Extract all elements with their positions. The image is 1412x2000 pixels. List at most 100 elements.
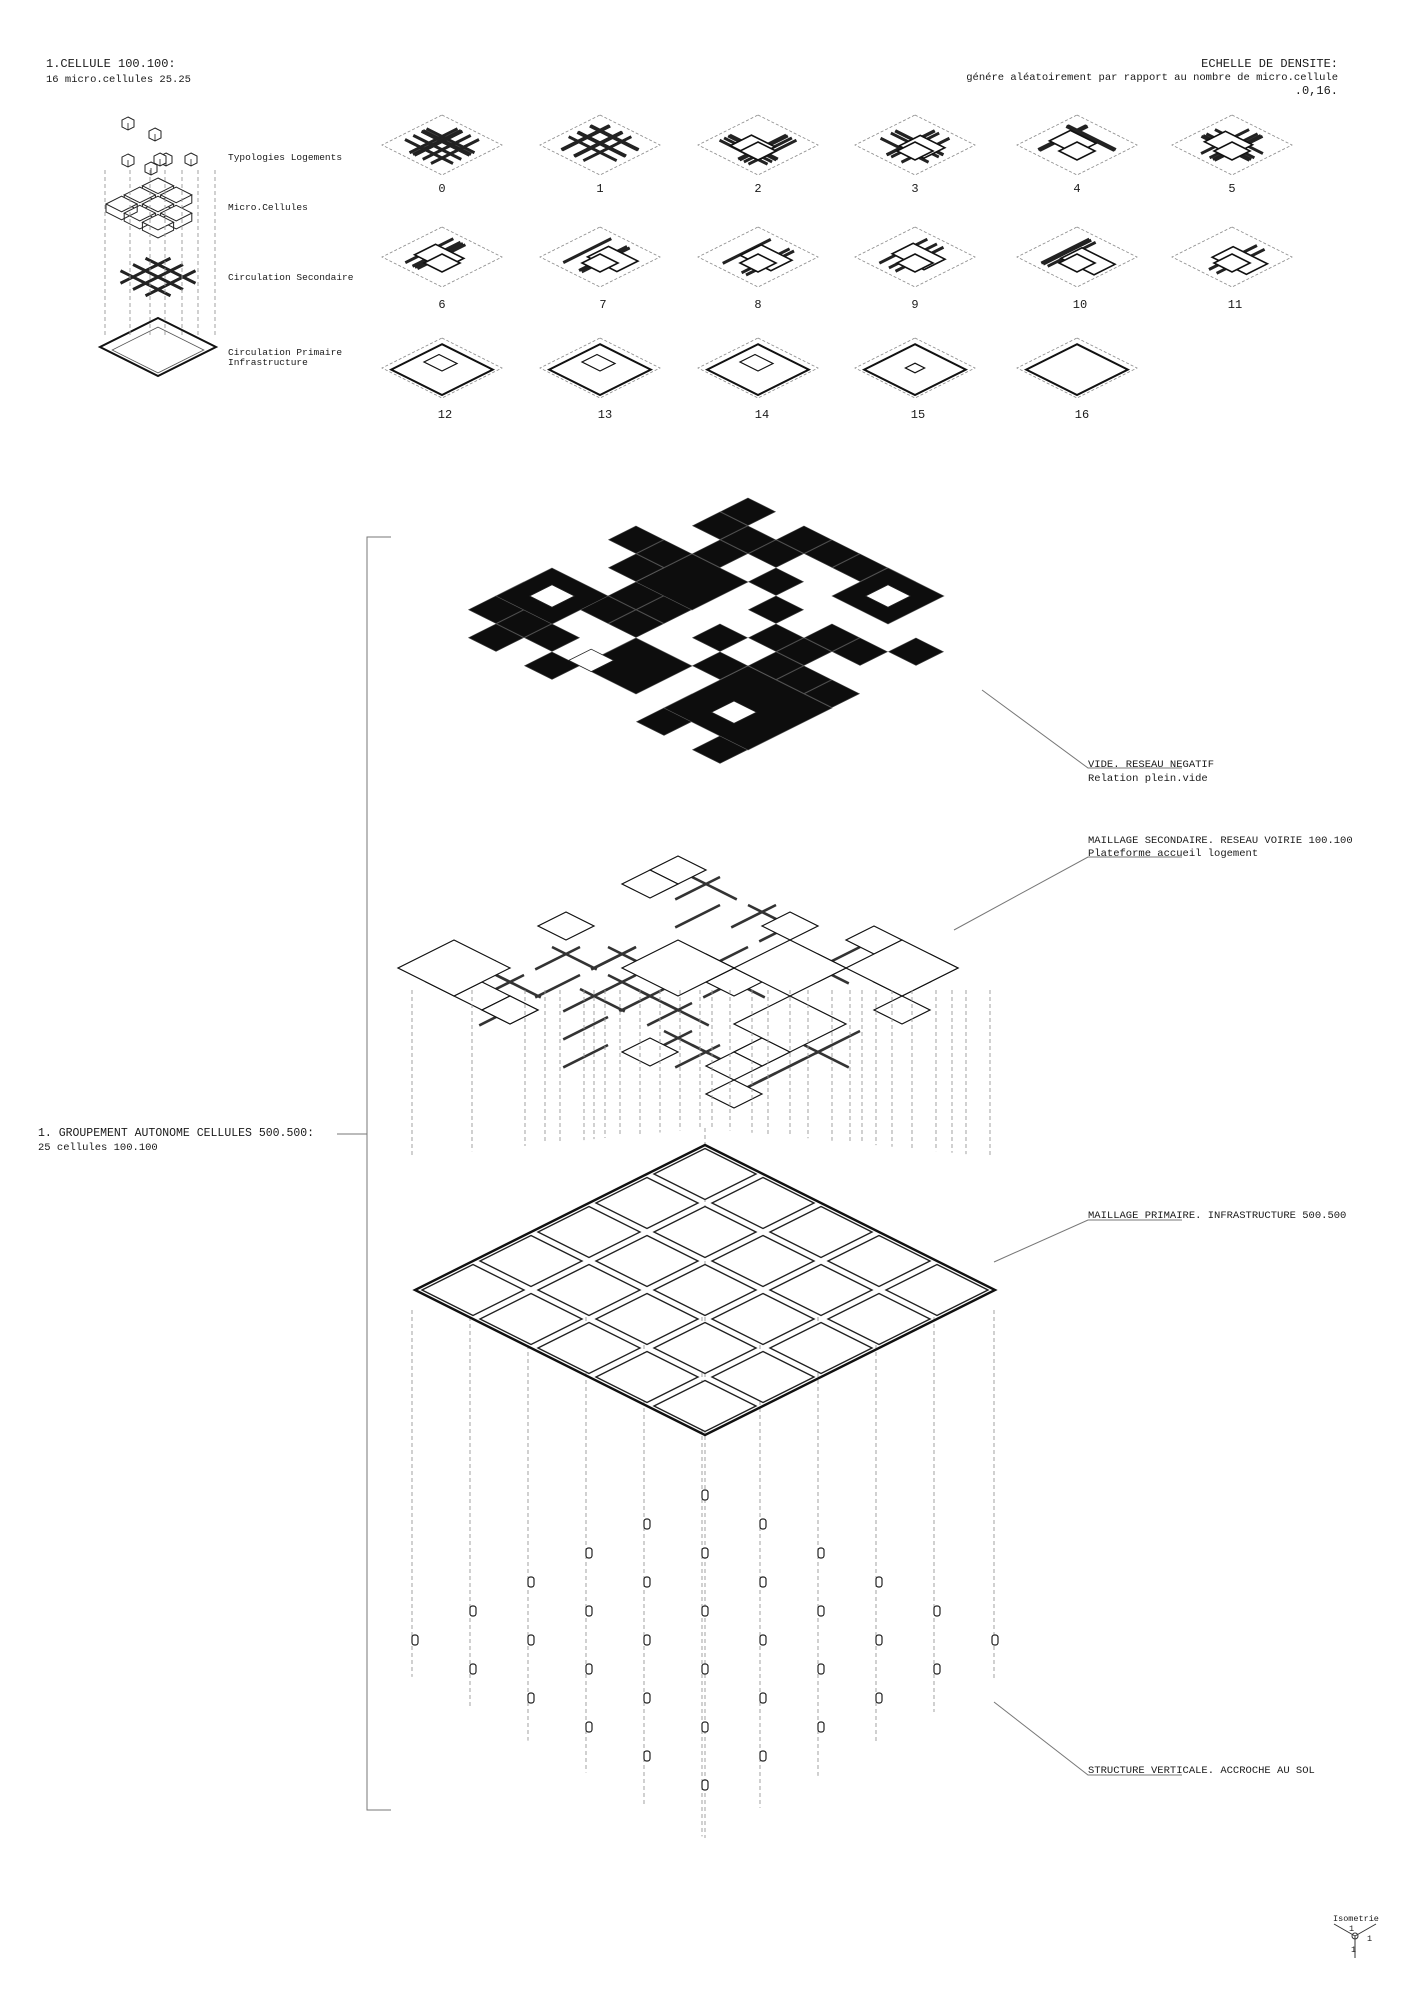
density-road-0	[408, 127, 459, 155]
density-road-0	[412, 134, 462, 161]
density-label-16: 16	[1074, 408, 1090, 422]
density-cell-9	[895, 253, 935, 273]
vide-block	[635, 539, 693, 568]
cellule-title: 1.CELLULE 100.100:	[46, 57, 176, 71]
density-void-12	[422, 353, 459, 372]
annotation-structure-title: STRUCTURE VERTICALE. ACCROCHE AU SOL	[1088, 1765, 1315, 1777]
primary-cell	[768, 1205, 874, 1259]
density-road-1	[561, 124, 611, 152]
stack-secondary-line	[144, 269, 197, 298]
annotation-secondaire-title: MAILLAGE SECONDAIRE. RESEAU VOIRIE 100.1…	[1088, 835, 1353, 847]
secondary-road	[562, 1015, 609, 1041]
density-cell-7	[580, 253, 620, 273]
secondary-road	[674, 1043, 721, 1069]
vide-block	[803, 539, 861, 568]
stack-micro-cell	[159, 186, 193, 204]
pillar	[817, 1547, 825, 1559]
primary-cell	[594, 1176, 700, 1230]
secondary-platform	[536, 911, 596, 941]
primary-cell	[768, 1263, 874, 1317]
pillar	[759, 1518, 767, 1530]
density-cell-7	[585, 245, 640, 273]
density-label-7: 7	[599, 298, 607, 312]
density-cell-2	[738, 141, 778, 161]
secondary-large-platform	[844, 939, 960, 997]
primary-cell	[536, 1321, 642, 1375]
density-label-5: 5	[1228, 182, 1236, 196]
vide-block	[775, 665, 833, 694]
stack-micro-cell	[141, 213, 175, 231]
vide-block	[607, 525, 665, 554]
density-label-10: 10	[1072, 298, 1088, 312]
secondary-road	[590, 945, 637, 971]
primary-cell	[536, 1205, 642, 1259]
pillar	[759, 1634, 767, 1646]
density-label-4: 4	[1073, 182, 1081, 196]
stack-base-inner	[111, 326, 205, 374]
secondary-platform	[872, 995, 932, 1025]
pillar	[817, 1605, 825, 1617]
density-label-8: 8	[754, 298, 762, 312]
label-infrastructure: Infrastructure	[228, 357, 308, 368]
vide-block	[747, 539, 805, 568]
stack-micro-cell	[159, 204, 193, 222]
density-label-2: 2	[754, 182, 762, 196]
cellule-stack-diagram	[97, 116, 219, 378]
secondary-road	[730, 903, 777, 929]
density-road-1	[567, 135, 618, 163]
density-plate-14	[704, 343, 812, 397]
pillar	[527, 1634, 535, 1646]
stack-micro-cell-side	[105, 204, 138, 221]
pillar	[817, 1721, 825, 1733]
isometrie-a: 1	[1349, 1924, 1355, 1934]
secondary-road	[663, 1029, 710, 1055]
vide-block	[523, 623, 581, 652]
pillar	[585, 1663, 593, 1675]
vide-large-block	[635, 553, 749, 611]
density-label-3: 3	[911, 182, 919, 196]
density-cell-4	[1057, 141, 1097, 161]
secondary-road	[691, 875, 738, 901]
density-road-0	[422, 134, 472, 161]
primary-cell	[826, 1292, 932, 1346]
primary-cell	[710, 1234, 816, 1288]
density-road-0	[420, 129, 471, 157]
density-label-11: 11	[1227, 298, 1243, 312]
density-void-14	[738, 353, 775, 372]
pillar	[643, 1750, 651, 1762]
secondary-platform	[480, 995, 540, 1025]
pillar	[411, 1634, 419, 1646]
vide-courtyard	[528, 584, 576, 608]
secondary-road	[534, 973, 581, 999]
stack-micro-cell	[141, 177, 175, 195]
vide-block	[887, 637, 945, 666]
density-road-0	[404, 138, 454, 165]
groupement-title: 1. GROUPEMENT AUTONOME CELLULES 500.500:	[38, 1127, 315, 1140]
secondary-platform	[620, 869, 680, 899]
pillar	[585, 1605, 593, 1617]
pillar	[701, 1663, 709, 1675]
label-circulation-primaire: Circulation Primaire	[228, 347, 343, 358]
pillar	[527, 1692, 535, 1704]
pillar	[643, 1518, 651, 1530]
vide-block	[803, 679, 861, 708]
density-road-4	[1067, 124, 1117, 151]
primary-cell	[884, 1263, 990, 1317]
secondary-road	[562, 987, 609, 1013]
primary-cell	[652, 1147, 758, 1201]
primary-cell	[594, 1292, 700, 1346]
isometrie-title: Isometrie	[1333, 1914, 1379, 1924]
pillar	[585, 1721, 593, 1733]
density-void-13	[580, 353, 617, 372]
pillar	[701, 1779, 709, 1791]
pillar	[759, 1750, 767, 1762]
secondary-road	[618, 987, 665, 1013]
vide-block	[803, 623, 861, 652]
density-label-9: 9	[911, 298, 919, 312]
primary-cell	[594, 1350, 700, 1404]
pillar	[933, 1605, 941, 1617]
vide-block	[691, 623, 749, 652]
secondary-road	[551, 945, 598, 971]
primary-cell	[652, 1379, 758, 1433]
density-plate-13	[546, 343, 654, 397]
